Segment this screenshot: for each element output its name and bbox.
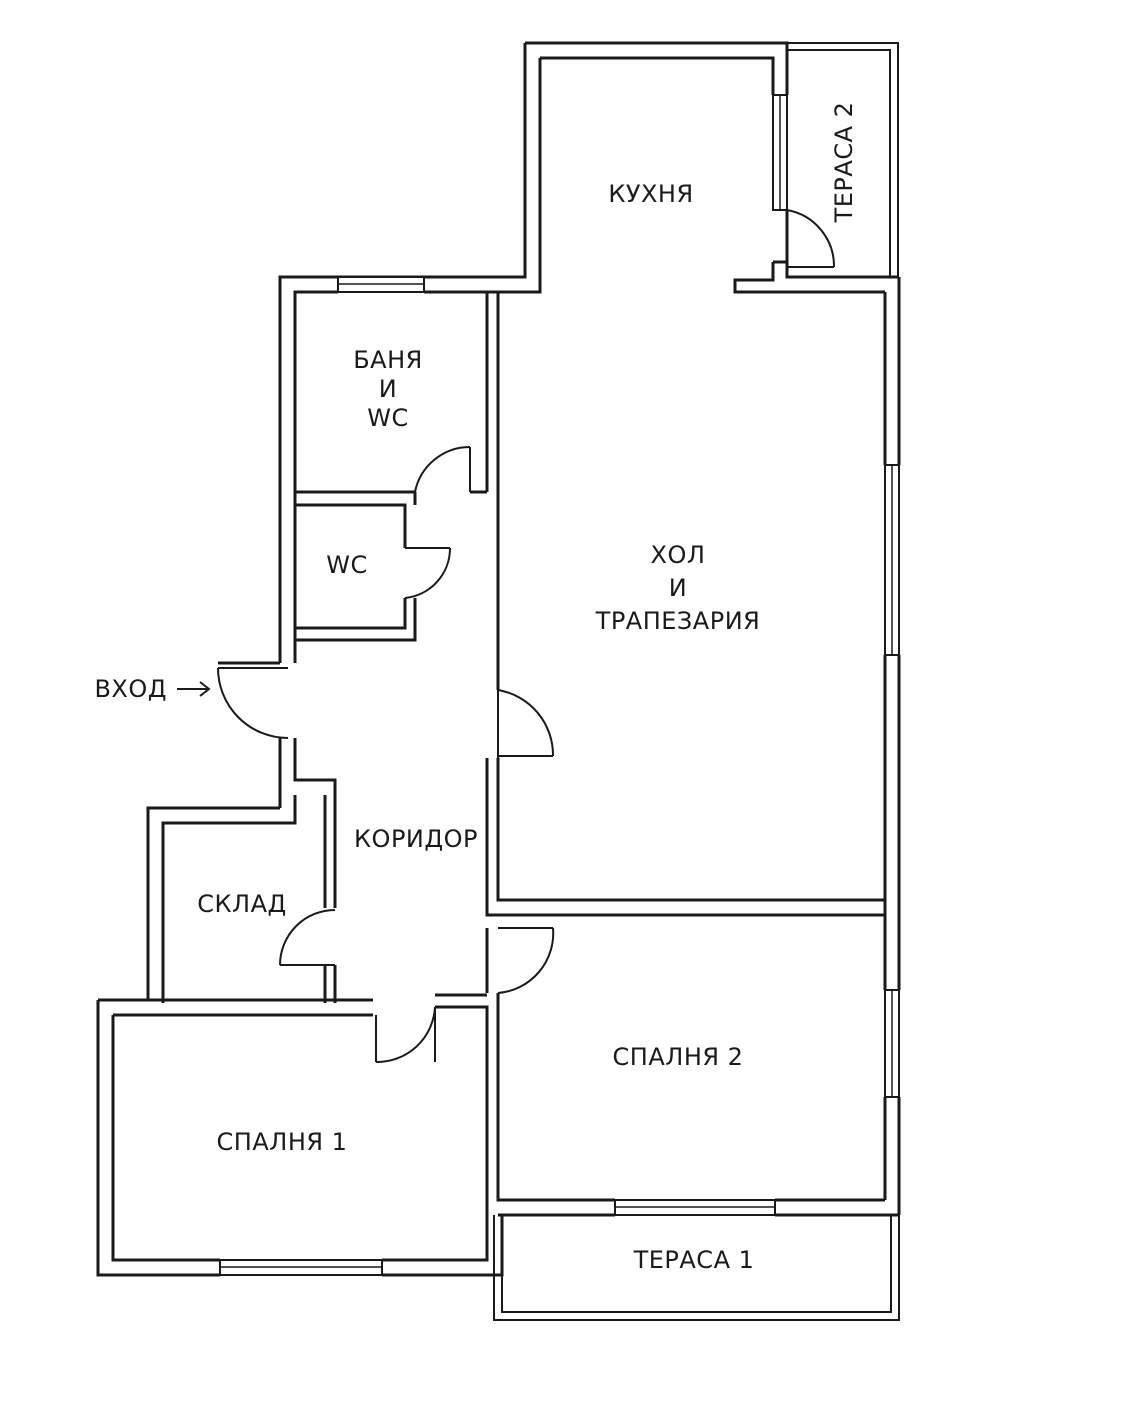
- hall-left-partition: [485, 292, 885, 917]
- bath-label-line3: WC: [367, 404, 409, 432]
- kitchen-label: КУХНЯ: [608, 180, 693, 208]
- hall-right-wall: [883, 277, 901, 1215]
- terrace1-outline: [493, 1215, 900, 1321]
- hall-label-line1: ХОЛ: [651, 541, 706, 569]
- bath-partitions: [295, 490, 417, 642]
- bedroom1-walls: [96, 993, 504, 1277]
- bath-label-line2: И: [379, 375, 397, 403]
- entrance-door: [217, 661, 335, 808]
- corridor-label: КОРИДОР: [354, 825, 478, 853]
- bedroom2-walls: [485, 928, 899, 1217]
- hall-door: [497, 689, 555, 758]
- bedroom1-door: [375, 1006, 436, 1064]
- hall-label-line2: И: [669, 574, 687, 602]
- wc-door: [404, 547, 452, 599]
- bath-window: [337, 276, 425, 293]
- kitchen-terrace-door: [786, 209, 836, 268]
- bath-label-line1: БАНЯ: [353, 346, 423, 374]
- terrace1-window: [614, 1199, 776, 1216]
- bedroom2-door: [497, 927, 555, 994]
- kitchen-hall-stub: [733, 262, 898, 294]
- bedroom1-label: СПАЛНЯ 1: [217, 1128, 348, 1156]
- storage-door: [279, 909, 336, 966]
- bath-door: [414, 445, 487, 494]
- entrance-label: ВХОД: [94, 675, 167, 703]
- terrace1-label: ТЕРАСА 1: [633, 1246, 755, 1274]
- storage-label: СКЛАД: [197, 890, 287, 918]
- terrace2-label: ТЕРАСА 2: [830, 102, 858, 224]
- hall-label-line3: ТРАПЕЗАРИЯ: [595, 607, 761, 635]
- bedroom2-label: СПАЛНЯ 2: [613, 1043, 744, 1071]
- bedroom1-window: [219, 1259, 383, 1276]
- terrace2-outline: [787, 42, 899, 277]
- entrance-arrow-icon: [177, 681, 211, 697]
- storage-walls: [146, 778, 337, 1003]
- wc-label: WC: [326, 551, 368, 579]
- kitchen-window: [772, 94, 788, 211]
- hall-window: [884, 464, 900, 656]
- bedroom2-window: [884, 989, 900, 1098]
